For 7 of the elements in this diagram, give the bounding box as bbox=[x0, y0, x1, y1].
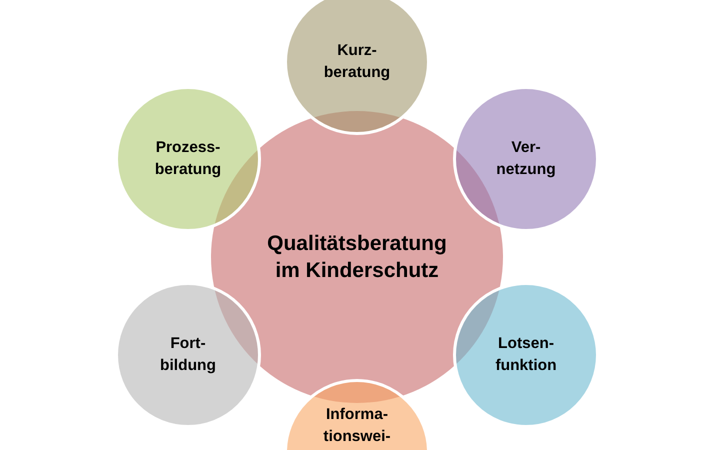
topic-label: Kurz- beratung bbox=[324, 41, 390, 83]
topic-label: Fort- bildung bbox=[160, 334, 216, 376]
topic-label: Prozess- beratung bbox=[154, 138, 222, 180]
topic-label: Informa- tionswei- bbox=[323, 405, 391, 447]
topic-label: Ver- netzung bbox=[496, 138, 556, 180]
hub-label: Qualitätsberatung im Kinderschutz bbox=[266, 231, 448, 284]
topic-label: Lotsen- funktion bbox=[495, 334, 557, 376]
